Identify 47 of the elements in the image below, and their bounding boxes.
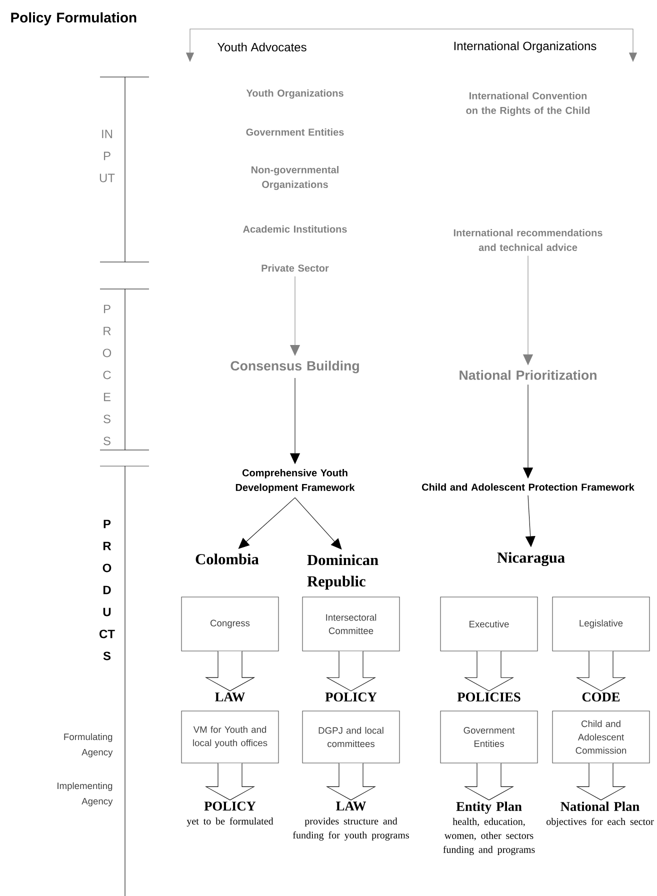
product-text: Entity Plan health, education, women, other sectors funding and programs [443, 802, 535, 856]
block-arrow [464, 651, 514, 692]
input-text: Academic Institutions [243, 225, 347, 233]
process-text: Consensus Building [230, 360, 359, 374]
agency-box: DGPJ and local committees [302, 710, 400, 764]
input-text: International Convention on the Rights of the Child [466, 92, 590, 116]
input-text: Private Sector [262, 264, 329, 272]
input-text: Non-governmental Organizations [252, 166, 338, 190]
country-name: Nicaragua [497, 552, 565, 566]
input-text: Youth Organizations [246, 89, 344, 99]
agency-box: Executive [440, 596, 538, 652]
title: Policy Formulation [11, 12, 136, 26]
product-title: POLICIES [457, 692, 520, 702]
input-text: Government Entities [246, 128, 344, 136]
block-arrow [326, 651, 376, 692]
country-name: Dominican Republic [307, 554, 378, 590]
country-name: Colombia [196, 554, 259, 564]
product-text: National Plan objectives for each sector [546, 802, 654, 827]
row-label: Implementing Agency [58, 782, 113, 806]
row-label: Formulating Agency [64, 733, 113, 758]
product-title: CODE [582, 692, 620, 702]
section-label: INPUT [100, 130, 115, 182]
block-arrow [204, 651, 256, 692]
agency-box: Congress [181, 596, 279, 652]
input-text: International recommendations and technical advice [454, 229, 602, 252]
column-heading: Youth Advocates [217, 42, 306, 52]
agency-box: Government Entities [440, 710, 538, 764]
agency-box: Child and Adolescent Commission [552, 710, 650, 764]
product-text: LAW provides structure and funding for youth programs [293, 802, 409, 841]
block-arrow [576, 651, 626, 692]
process-text: National Prioritization [460, 370, 596, 380]
framework-text: Comprehensive Youth Development Framework [236, 469, 355, 493]
product-title: POLICY [325, 692, 377, 702]
agency-box: Intersectoral Committee [302, 596, 400, 652]
section-label: PRODUCTS [100, 520, 115, 660]
column-heading: International Organizations [454, 41, 596, 53]
block-arrow [204, 763, 256, 800]
product-title: LAW [215, 692, 245, 702]
section-label: PROCESS [102, 304, 112, 446]
block-arrow [464, 763, 514, 800]
arrow [238, 497, 296, 549]
block-arrow [326, 763, 376, 800]
agency-box: Legislative [552, 596, 650, 652]
product-text: POLICY yet to be formulated [186, 802, 274, 827]
block-arrow [576, 763, 626, 800]
agency-box: VM for Youth and local youth offices [181, 710, 279, 764]
framework-text: Child and Adolescent Protection Framework [422, 483, 634, 491]
